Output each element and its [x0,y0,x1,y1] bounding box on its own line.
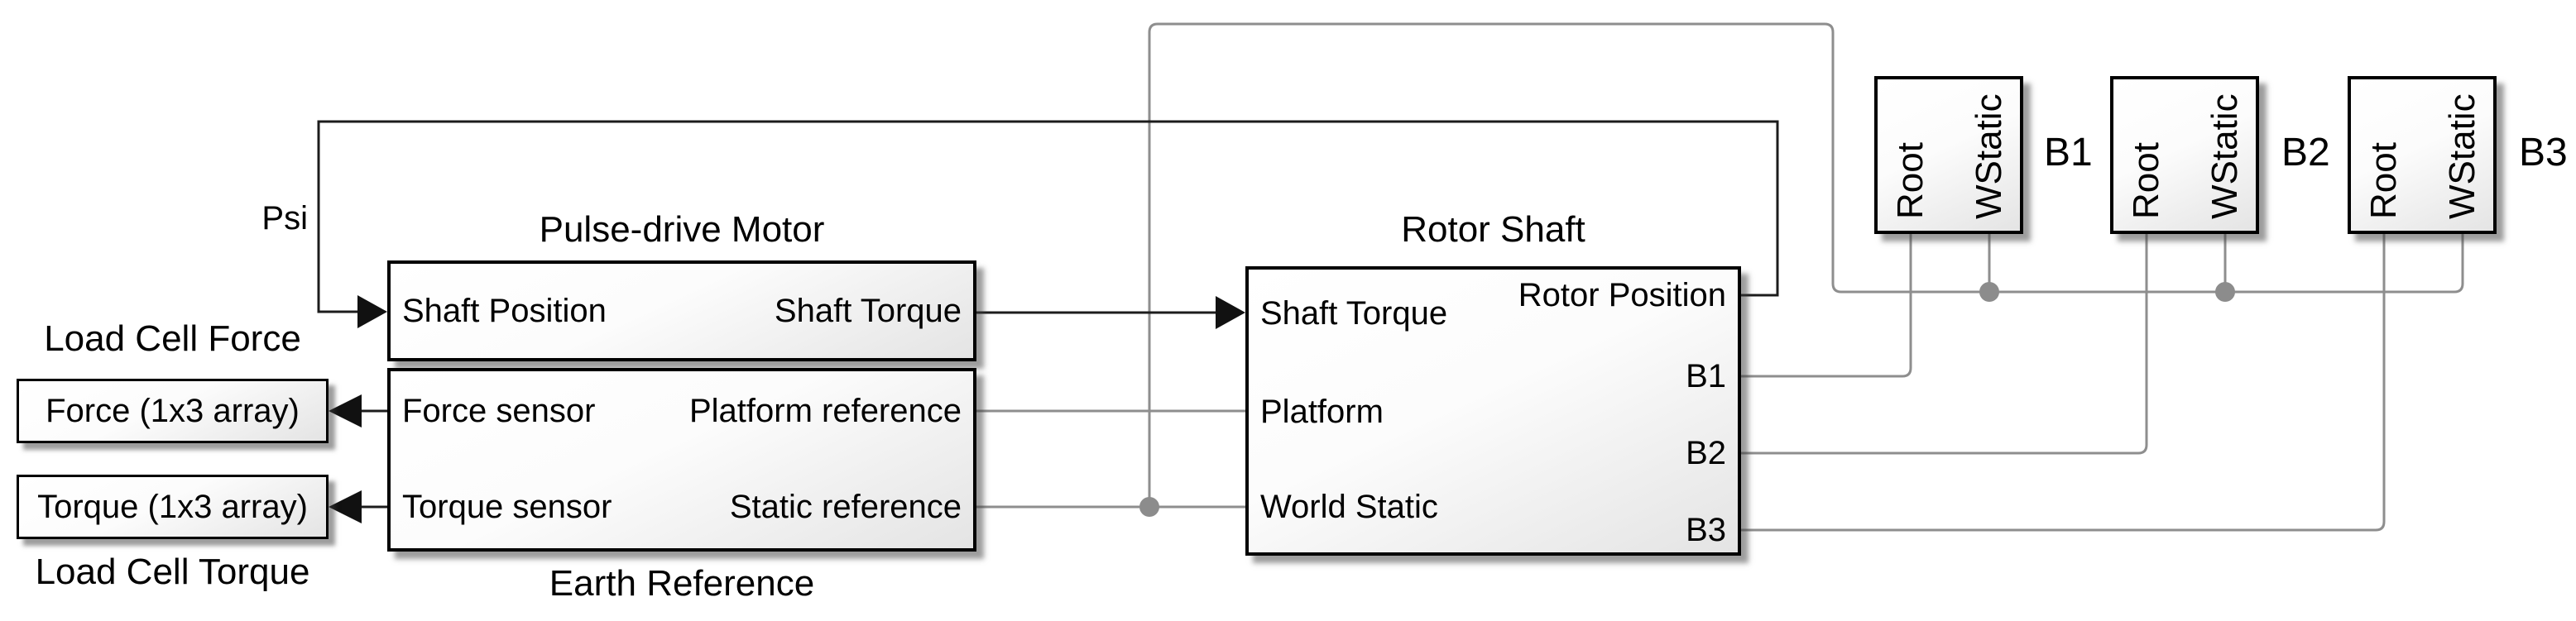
annotation-b1: B1 [2044,131,2093,174]
block-blade-b2[interactable]: Root WStatic [2110,76,2259,234]
port-label-b1-wstatic: WStatic [1969,93,2009,219]
block-rotor-shaft[interactable]: Shaft Torque Platform World Static Rotor… [1245,266,1741,556]
block-load-cell-torque-display[interactable]: Torque (1x3 array) [17,475,329,539]
port-label-rotor-position: Rotor Position [1518,277,1726,313]
wire-b3-root[interactable] [1741,234,2386,532]
port-label-b2-out: B2 [1686,435,1726,471]
junction-dot-b2-wstatic [2215,282,2235,302]
port-label-b2-root: Root [2126,142,2166,219]
arrowhead-force-display [329,394,362,428]
force-display-label: Force (1x3 array) [46,392,300,429]
port-label-force-sensor: Force sensor [402,393,596,429]
wire-b1-root[interactable] [1741,234,1912,378]
port-label-b3-root: Root [2363,142,2404,219]
port-label-b1-out: B1 [1686,358,1726,394]
port-label-b2-wstatic: WStatic [2204,93,2245,219]
arrowhead-torque-display [329,490,362,523]
port-label-world-static: World Static [1260,489,1438,525]
annotation-b2: B2 [2281,131,2330,174]
torque-display-label: Torque (1x3 array) [37,488,308,525]
wire-psi-feedback[interactable] [317,120,1779,313]
title-earth-reference: Earth Reference [549,563,815,604]
junction-dot-world-static [1139,497,1159,517]
annotation-psi: Psi [261,200,308,236]
junction-dot-b1-wstatic [1979,282,1999,302]
port-label-torque-sensor: Torque sensor [402,489,612,525]
annotation-b3: B3 [2519,131,2568,174]
port-label-b3-out: B3 [1686,512,1726,548]
wire-world-static-feedback[interactable] [1148,22,2464,507]
wire-b2-root[interactable] [1741,234,2148,455]
arrowhead-shaft-position [357,295,387,328]
title-rotor-shaft: Rotor Shaft [1401,209,1585,250]
block-earth-reference[interactable]: Force sensor Torque sensor Platform refe… [387,368,976,552]
title-pulse-drive-motor: Pulse-drive Motor [539,209,825,250]
annotation-load-cell-torque: Load Cell Torque [35,552,310,592]
port-label-b3-wstatic: WStatic [2442,93,2482,219]
arrowhead-shaft-torque [1216,296,1245,329]
block-blade-b1[interactable]: Root WStatic [1874,76,2023,234]
port-label-b1-root: Root [1890,142,1931,219]
port-label-shaft-torque-out: Shaft Torque [774,293,962,329]
port-label-static-reference: Static reference [729,489,962,525]
block-pulse-drive-motor[interactable]: Shaft Position Shaft Torque [387,260,976,361]
annotation-load-cell-force: Load Cell Force [44,318,301,359]
port-label-shaft-position: Shaft Position [402,293,607,329]
block-load-cell-force-display[interactable]: Force (1x3 array) [17,379,329,443]
block-blade-b3[interactable]: Root WStatic [2348,76,2497,234]
port-label-shaft-torque-in: Shaft Torque [1260,295,1448,332]
port-label-platform-reference: Platform reference [688,393,962,429]
port-label-platform: Platform [1260,394,1384,430]
